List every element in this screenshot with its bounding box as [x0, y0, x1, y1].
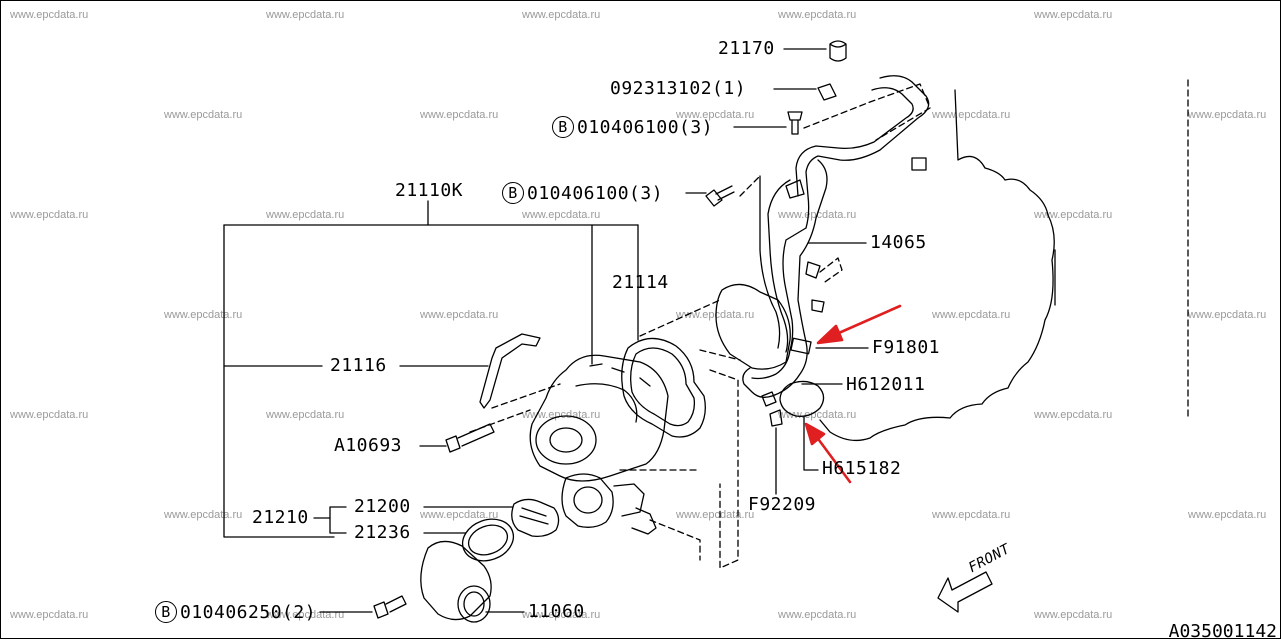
watermark: www.epcdata.ru [1034, 209, 1113, 221]
gasket-21236 [461, 518, 515, 562]
bolt-a10693 [445, 423, 495, 453]
diagram-code: A035001142 [1168, 621, 1277, 642]
highlight-arrows [804, 304, 902, 484]
watermark: www.epcdata.ru [522, 609, 601, 621]
watermark: www.epcdata.ru [522, 9, 601, 21]
hose-h612011 [779, 380, 825, 417]
label-h612011: H612011 [846, 374, 926, 395]
label-21210: 21210 [252, 507, 309, 528]
watermark: www.epcdata.ru [676, 109, 755, 121]
watermark: www.epcdata.ru [778, 609, 857, 621]
bolt-010406250 [373, 595, 407, 619]
bolt-010406100-b [705, 185, 735, 207]
watermark: www.epcdata.ru [676, 309, 755, 321]
rear-cover [715, 283, 791, 370]
assembly-bracket-21110k [223, 200, 639, 538]
front-arrow [937, 571, 993, 613]
watermark: www.epcdata.ru [932, 309, 1011, 321]
label-a10693: A10693 [334, 435, 403, 456]
label-14065: 14065 [870, 232, 927, 253]
phantom-lines [469, 79, 1189, 569]
watermark: www.epcdata.ru [10, 409, 89, 421]
label-21200: 21200 [354, 496, 411, 517]
label-010406250-text: 010406250(2) [180, 602, 317, 623]
watermark: www.epcdata.ru [266, 9, 345, 21]
watermark: www.epcdata.ru [676, 509, 755, 521]
watermark: www.epcdata.ru [778, 9, 857, 21]
part-092313102 [817, 83, 837, 101]
hose-clamps [761, 391, 783, 427]
engine-block-outline [819, 89, 1055, 442]
part-21170 [829, 40, 847, 62]
leader-lines [319, 48, 869, 613]
watermark: www.epcdata.ru [164, 509, 243, 521]
label-21110k: 21110K [395, 180, 464, 201]
water-pump [529, 354, 669, 482]
thermostat-housing [561, 473, 657, 535]
watermark: www.epcdata.ru [1188, 509, 1267, 521]
watermark: www.epcdata.ru [266, 209, 345, 221]
label-21116: 21116 [330, 355, 387, 376]
watermark: www.epcdata.ru [10, 9, 89, 21]
bolt-b-icon: B [552, 116, 574, 138]
watermark: www.epcdata.ru [1034, 9, 1113, 21]
watermark: www.epcdata.ru [164, 309, 243, 321]
thermostat-cover-11060 [420, 540, 492, 623]
watermark: www.epcdata.ru [10, 609, 89, 621]
watermark: www.epcdata.ru [1188, 109, 1267, 121]
watermark: www.epcdata.ru [1034, 609, 1113, 621]
gasket-21114 [621, 337, 706, 438]
bolt-010406100-a [787, 111, 803, 135]
watermark: www.epcdata.ru [522, 209, 601, 221]
label-f92209: F92209 [748, 494, 817, 515]
label-21236: 21236 [354, 522, 411, 543]
label-h615182: H615182 [822, 458, 902, 479]
thermostat-21200 [511, 498, 560, 538]
watermark: www.epcdata.ru [1034, 409, 1113, 421]
watermark: www.epcdata.ru [266, 409, 345, 421]
watermark: www.epcdata.ru [778, 409, 857, 421]
label-010406100-b-text: 010406100(3) [527, 183, 664, 204]
label-092313102: 092313102(1) [610, 78, 747, 99]
bracket-21116 [479, 333, 541, 409]
watermark: www.epcdata.ru [932, 509, 1011, 521]
watermark: www.epcdata.ru [1188, 309, 1267, 321]
watermark: www.epcdata.ru [420, 109, 499, 121]
pipe-brackets [785, 179, 825, 313]
label-21114: 21114 [612, 272, 669, 293]
watermark: www.epcdata.ru [420, 509, 499, 521]
watermark: www.epcdata.ru [164, 109, 243, 121]
label-11060: 11060 [528, 601, 585, 622]
label-f91801: F91801 [872, 337, 941, 358]
bolt-b-icon: B [155, 601, 177, 623]
watermark: www.epcdata.ru [10, 209, 89, 221]
bolt-b-icon: B [502, 182, 524, 204]
engine-stud [911, 157, 927, 171]
watermark: www.epcdata.ru [420, 309, 499, 321]
watermark: www.epcdata.ru [522, 409, 601, 421]
coolant-pipe-14065 [742, 75, 930, 398]
watermark: www.epcdata.ru [932, 109, 1011, 121]
label-010406100-a-text: 010406100(3) [577, 117, 714, 138]
label-21170: 21170 [718, 38, 775, 59]
